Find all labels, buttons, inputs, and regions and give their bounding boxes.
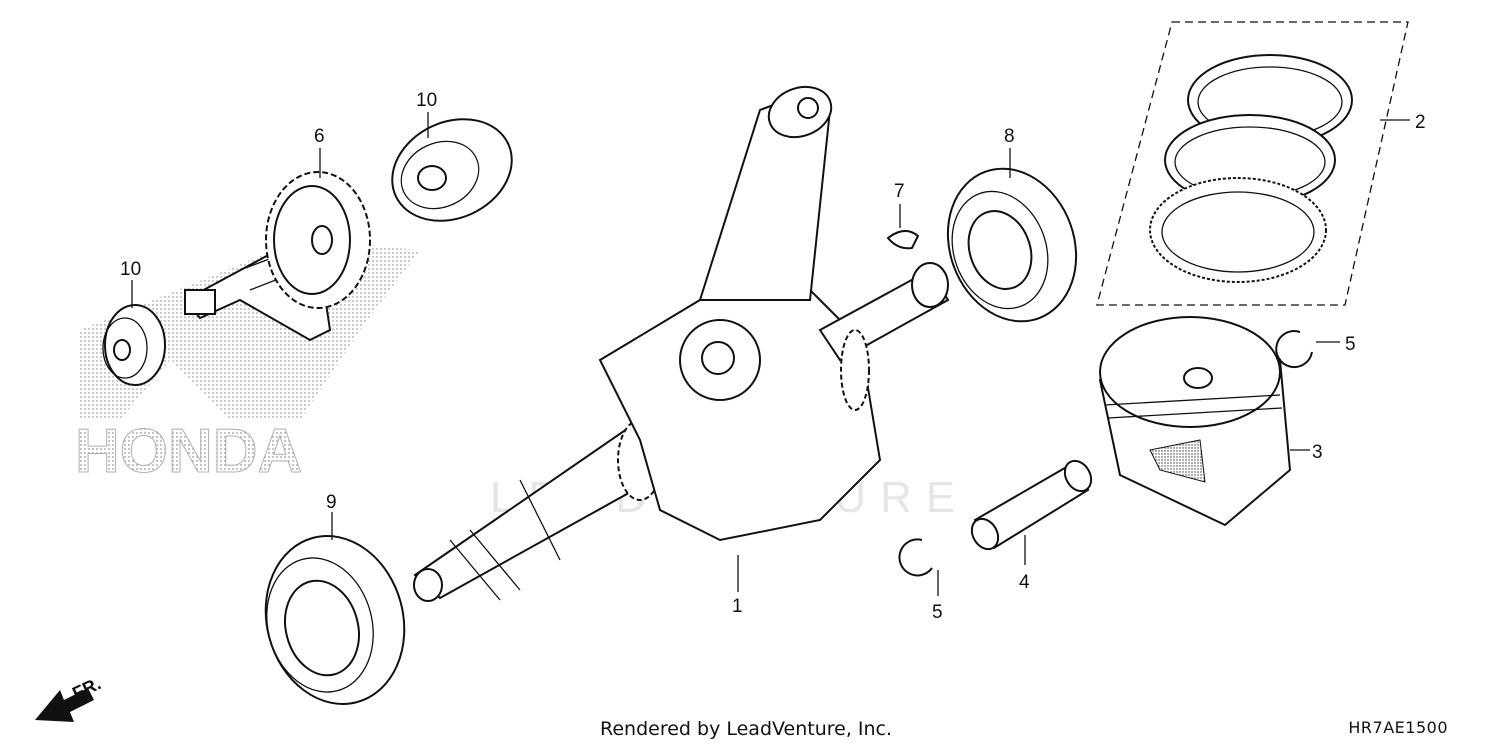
piston-part-3	[1098, 316, 1292, 527]
callout-2: 2	[1415, 112, 1426, 133]
callout-7: 7	[894, 181, 905, 202]
callout-5-lower: 5	[932, 602, 943, 623]
key-part-7	[886, 230, 920, 250]
bearing-part-8	[946, 167, 1078, 323]
bearing-part-9	[264, 535, 406, 705]
callout-10-upper: 10	[416, 90, 437, 111]
callout-3: 3	[1312, 442, 1323, 463]
diagram-code: HR7AE1500	[1348, 718, 1448, 737]
callout-4: 4	[1019, 572, 1030, 593]
callout-6: 6	[314, 126, 325, 147]
piston-pin-part-4	[970, 459, 1093, 551]
callout-1: 1	[732, 596, 743, 617]
callout-10-lower: 10	[120, 259, 141, 280]
render-credit: Rendered by LeadVenture, Inc.	[600, 718, 893, 740]
clip-part-5-right	[1275, 330, 1313, 369]
balancer-gear	[265, 171, 371, 309]
piston-rings-part-2	[1096, 21, 1409, 306]
clip-part-5-left	[898, 538, 933, 577]
leader-lines	[131, 112, 1410, 596]
crankshaft-part-1	[413, 85, 950, 602]
balancer-shaft-part-6	[183, 171, 371, 342]
front-direction-arrow: FR.	[35, 673, 104, 722]
callout-5-upper: 5	[1345, 334, 1356, 355]
honda-logo-text: HONDA	[75, 417, 302, 486]
callout-9: 9	[326, 492, 337, 513]
bearing-part-10-lower	[102, 304, 166, 386]
callout-8: 8	[1004, 126, 1015, 147]
callout-labels: 1 2 3 4 5 5 6 7 8 9 10 10	[120, 90, 1426, 623]
bearing-part-10-upper	[391, 118, 513, 222]
